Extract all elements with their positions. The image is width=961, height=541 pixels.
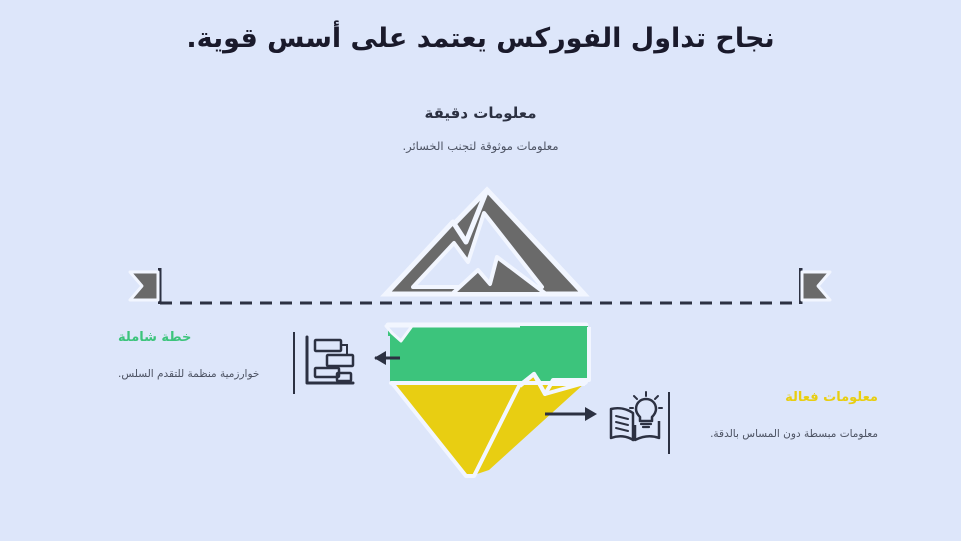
top-block-heading: معلومات دقيقة <box>424 104 537 122</box>
top-block-subtitle: معلومات موثوقة لتجنب الخسائر. <box>402 138 559 153</box>
right-text-block: معلومات فعالة معلومات مبسطة دون المساس ب… <box>678 390 878 442</box>
arrow-right-icon <box>545 407 597 421</box>
arrow-left-icon <box>374 351 400 365</box>
page-title: نجاح تداول الفوركس يعتمد على أسس قوية. <box>186 23 775 54</box>
right-block-subtitle: معلومات مبسطة دون المساس بالدقة. <box>710 427 878 440</box>
left-block-heading: خطة شاملة <box>118 330 192 345</box>
flag-left-icon <box>128 268 162 304</box>
right-block-heading: معلومات فعالة <box>785 390 878 405</box>
left-block-subtitle: خوارزمية منظمة للتقدم السلس. <box>118 367 260 380</box>
mountain-peak-icon <box>380 186 590 297</box>
top-text-block: معلومات دقيقة معلومات موثوقة لتجنب الخسا… <box>0 104 961 154</box>
gantt-chart-icon <box>301 333 359 393</box>
left-divider-bar <box>293 332 295 394</box>
left-text-block: خطة شاملة خوارزمية منظمة للتقدم السلس. <box>118 330 298 382</box>
reflection-green-shape <box>384 322 591 432</box>
right-divider-bar <box>668 392 670 454</box>
reflection-yellow-shape <box>389 372 587 478</box>
book-lightbulb-icon <box>607 391 663 451</box>
flag-right-icon <box>799 268 832 304</box>
